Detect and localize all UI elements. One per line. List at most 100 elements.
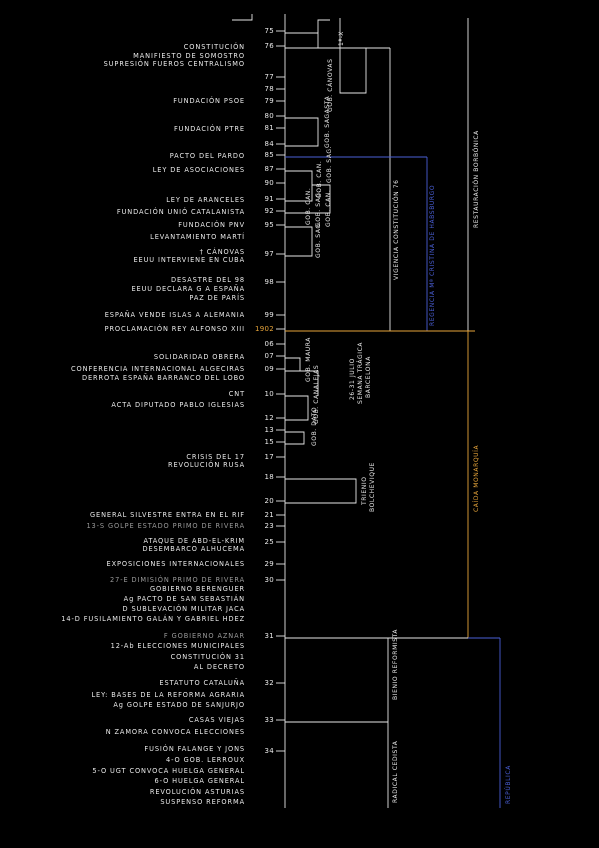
event-label: LEY: BASES DE LA REFORMA AGRARIA (91, 691, 245, 699)
event-label: EXPOSICIONES INTERNACIONALES (107, 560, 246, 568)
bracket-canalejas (285, 395, 309, 421)
event-label: LEY DE ARANCELES (166, 196, 245, 204)
year-label: 77 (264, 73, 274, 81)
event-label: 12-Ab ELECCIONES MUNICIPALES (111, 642, 245, 650)
bracket-g3 (285, 226, 313, 257)
event-label: 14-D FUSILAMIENTO GALÁN Y GABRIEL HDEZ (61, 614, 245, 623)
label-gob-canalejas: GOB. CANALEJAS (313, 365, 320, 424)
event-label: FUNDACIÓN PNV (178, 220, 245, 229)
year-label: 20 (264, 497, 274, 505)
label-restauracion: RESTAURACIÓN BORBÓNICA (473, 130, 480, 228)
event-label: N ZAMORA CONVOCA ELECCIONES (106, 728, 245, 736)
label-gob-canovas: GOB. CÁNOVAS (327, 58, 334, 112)
event-label: EEUU INTERVIENE EN CUBA (133, 256, 245, 264)
event-label: FUNDACIÓN PTRE (174, 124, 245, 133)
year-label: 97 (264, 250, 274, 258)
year-label: 13 (264, 426, 274, 434)
event-label: GOBIERNO BERENGUER (150, 585, 245, 593)
bracket-dato (285, 431, 305, 445)
year-label: 18 (264, 473, 274, 481)
label-gob-g6: GOB. SAG. (315, 221, 322, 258)
label-gob-maura: GOB. MAURA (305, 337, 312, 382)
year-label: 92 (264, 207, 274, 215)
bracket-g2 (285, 184, 331, 214)
event-label: † CÁNOVAS (200, 247, 245, 256)
year-label: 07 (264, 352, 274, 360)
bracket-gob-sagasta (285, 117, 319, 147)
year-label: 1902 (255, 325, 274, 333)
label-caida-monarquia: CAÍDA MONARQUÍA (473, 444, 480, 512)
label-gob-dato: GOB. DATO (311, 407, 318, 446)
year-label: 25 (264, 538, 274, 546)
year-label: 12 (264, 414, 274, 422)
year-label: 17 (264, 453, 274, 461)
year-label: 85 (264, 151, 274, 159)
year-label: 33 (264, 716, 274, 724)
event-label: PROCLAMACIÓN REY ALFONSO XIII (105, 324, 245, 333)
year-label: 81 (264, 124, 274, 132)
event-label: ATAQUE DE ABD-EL-KRIM (143, 537, 245, 545)
event-label: CONFERENCIA INTERNACIONAL ALGECIRAS (71, 365, 245, 373)
event-label: CONSTITUCIÓN 31 (171, 652, 245, 661)
year-label: 31 (264, 632, 274, 640)
event-label: FUNDACIÓN PSOE (173, 96, 245, 105)
event-label: AL DECRETO (194, 663, 245, 671)
year-ticks: 7576777879808184858790919295979899190206… (255, 27, 285, 755)
label-gob-sagasta: GOB. SAGASTA (324, 95, 331, 148)
label-gob-g5: GOB. CAN. (325, 190, 332, 227)
event-label: GENERAL SILVESTRE ENTRA EN EL RIF (90, 511, 245, 519)
label-radical: RADICAL CEDISTA (392, 740, 399, 803)
year-label: 29 (264, 560, 274, 568)
label-gob-g1: GOB. CAN. (316, 161, 323, 198)
year-label: 06 (264, 340, 274, 348)
event-label: F GOBIERNO AZNAR (164, 632, 245, 640)
bracket-1a-x-top (317, 19, 330, 33)
bracket-trienio (285, 478, 357, 504)
event-label: REVOLUCIÓN ASTURIAS (150, 787, 245, 796)
event-label: CNT (229, 390, 245, 398)
event-label: LEY DE ASOCIACIONES (153, 166, 245, 174)
bracket-maura (285, 357, 301, 371)
event-label: CASAS VIEJAS (189, 716, 245, 724)
event-label: DERROTA ESPAÑA BARRANCO DEL LOBO (82, 373, 245, 382)
event-label: PAZ DE PARÍS (189, 293, 245, 302)
event-label: DESASTRE DEL 98 (171, 276, 245, 284)
label-vigencia: VIGENCIA CONSTITUCIÓN 76 (393, 179, 400, 280)
year-label: 32 (264, 679, 274, 687)
event-label: 13-S GOLPE ESTADO PRIMO DE RIVERA (86, 522, 245, 530)
event-label: PACTO DEL PARDO (170, 152, 245, 160)
event-label: Ag GOLPE ESTADO DE SANJURJO (113, 701, 245, 709)
label-bienio-1: BIENIO REFORMISTA (392, 629, 399, 700)
label-gob-g4: GOB. SAG. (315, 190, 322, 227)
event-label: D SUBLEVACIÓN MILITAR JACA (123, 604, 246, 613)
event-label: 5-O UGT CONVOCA HUELGA GENERAL (92, 767, 245, 775)
event-label: 4-O GOB. LERROUX (166, 756, 245, 764)
event-label: ESTATUTO CATALUÑA (159, 678, 245, 687)
year-label: 84 (264, 140, 274, 148)
event-label: 27-E DIMISIÓN PRIMO DE RIVERA (110, 575, 245, 584)
event-label: SUPRESIÓN FUEROS CENTRALISMO (104, 59, 245, 68)
year-label: 80 (264, 112, 274, 120)
label-semana-1: 26-31 JULIO (349, 358, 356, 400)
event-label: FUNDACIÓN UNIÓ CATALANISTA (117, 207, 245, 216)
event-label: DESEMBARCO ALHUCEMA (143, 545, 246, 553)
year-label: 99 (264, 311, 274, 319)
event-label: MANIFIESTO DE SOMOSTRO (133, 52, 245, 60)
year-label: 23 (264, 522, 274, 530)
label-regencia: REGENCIA Mª CRISTINA DE HABSBURGO (429, 185, 436, 326)
event-label: SUSPENSO REFORMA (160, 798, 245, 806)
event-label: ACTA DIPUTADO PABLO IGLESIAS (111, 401, 245, 409)
label-gob-g2: GOB. SAG. (326, 146, 333, 183)
bracket-g1 (285, 170, 313, 202)
top-bracket-mark (232, 14, 253, 21)
event-label: SOLIDARIDAD OBRERA (154, 353, 245, 361)
event-label: EEUU DECLARA G A ESPAÑA (131, 284, 245, 293)
year-label: 98 (264, 278, 274, 286)
bracket-gob-canovas (339, 18, 367, 94)
event-label: REVOLUCIÓN RUSA (168, 460, 245, 469)
bracket-1a-x (285, 32, 319, 49)
event-label: Ag PACTO DE SAN SEBASTIÁN (124, 594, 245, 603)
